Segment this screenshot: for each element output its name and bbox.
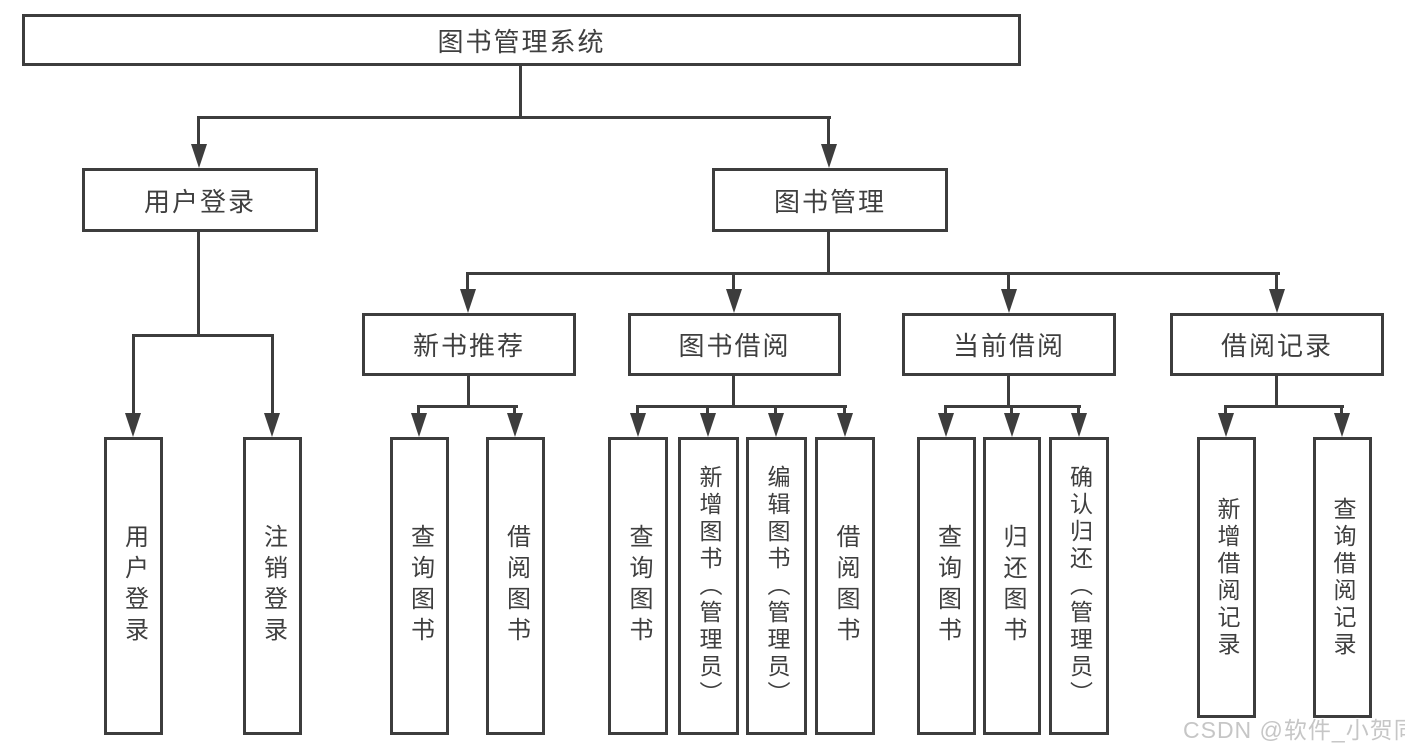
connector-line [1077,405,1080,417]
arrowhead-down-icon [726,289,742,313]
connector-line [467,376,470,407]
arrowhead-down-icon [264,413,280,437]
connector-line [1340,405,1343,417]
arrowhead-down-icon [700,413,716,437]
arrowhead-down-icon [411,413,427,437]
arrowhead-down-icon [460,289,476,313]
leaf-query-books: 查询图书 [390,437,449,735]
connector-line [519,66,522,118]
connector-line [827,116,830,148]
node-book-management: 图书管理 [712,168,948,232]
connector-line [513,405,516,417]
connector-line [1007,376,1010,407]
node-label: 查询图书 [625,524,652,648]
arrowhead-down-icon [1071,413,1087,437]
node-current-borrowing: 当前借阅 [902,313,1116,376]
leaf-user-login: 用户登录 [104,437,163,735]
connector-line [197,232,200,336]
connector-line [132,334,274,337]
leaf-add-books-admin: 新增图书（管理员） [678,437,739,735]
node-label: 编辑图书（管理员） [764,464,790,708]
node-label: 图书管理 [773,186,886,217]
node-label: 查询借阅记录 [1330,496,1356,659]
node-label: 查询图书 [406,524,434,648]
arrowhead-down-icon [1001,289,1017,313]
arrowhead-down-icon [191,144,207,168]
csdn-watermark: CSDN @软件_小贺同学 [1183,717,1405,743]
connector-line [1007,272,1010,292]
node-label: 借阅图书 [832,524,859,648]
leaf-confirm-return-admin: 确认归还（管理员） [1049,437,1109,735]
node-label: 当前借阅 [952,331,1065,361]
arrowhead-down-icon [1269,289,1285,313]
leaf-return-books: 归还图书 [983,437,1041,735]
leaf-logout: 注销登录 [243,437,302,735]
connector-line [636,405,639,417]
node-system-root: 图书管理系统 [22,14,1021,66]
connector-line [132,334,135,416]
leaf-borrow-books: 借阅图书 [815,437,875,735]
arrowhead-down-icon [768,413,784,437]
connector-line [774,405,777,417]
connector-line [706,405,709,417]
connector-line [636,405,847,408]
connector-line [944,405,947,417]
node-label: 新书推荐 [412,331,525,361]
connector-line [417,405,420,417]
arrowhead-down-icon [507,413,523,437]
arrowhead-down-icon [1004,413,1020,437]
node-label: 确认归还（管理员） [1066,464,1093,708]
connector-line [1224,405,1227,417]
connector-line [197,116,200,148]
connector-line [732,272,735,292]
arrowhead-down-icon [837,413,853,437]
connector-line [1275,272,1278,292]
node-label: 图书管理系统 [437,26,606,57]
leaf-query-books: 查询图书 [608,437,668,735]
leaf-edit-books-admin: 编辑图书（管理员） [746,437,807,735]
connector-line [732,376,735,407]
node-user-login: 用户登录 [82,168,318,232]
node-label: 查询图书 [933,524,961,648]
arrowhead-down-icon [821,144,837,168]
node-label: 图书借阅 [678,331,791,361]
node-label: 借阅记录 [1220,331,1333,361]
leaf-add-borrow-record: 新增借阅记录 [1197,437,1256,718]
connector-line [197,116,831,119]
connector-line [417,405,518,408]
node-label: 用户登录 [143,186,256,217]
node-borrowing-records: 借阅记录 [1170,313,1384,376]
arrowhead-down-icon [938,413,954,437]
node-label: 借阅图书 [502,524,530,648]
arrowhead-down-icon [630,413,646,437]
node-book-borrowing: 图书借阅 [628,313,841,376]
connector-line [1010,405,1013,417]
leaf-query-borrow-record: 查询借阅记录 [1313,437,1372,718]
node-label: 归还图书 [999,524,1026,648]
node-label: 新增借阅记录 [1214,496,1240,659]
connector-line [466,272,469,292]
arrowhead-down-icon [1334,413,1350,437]
leaf-borrow-books: 借阅图书 [486,437,545,735]
arrowhead-down-icon [125,413,141,437]
connector-line [827,232,830,275]
node-new-book-recommend: 新书推荐 [362,313,576,376]
connector-line [467,272,1280,275]
arrowhead-down-icon [1218,413,1234,437]
node-label: 用户登录 [120,524,148,648]
connector-line [843,405,846,417]
node-label: 新增图书（管理员） [696,464,722,708]
leaf-query-books: 查询图书 [917,437,976,735]
connector-line [1224,405,1344,408]
connector-line [1275,376,1278,407]
connector-line [271,334,274,416]
node-label: 注销登录 [259,524,287,648]
